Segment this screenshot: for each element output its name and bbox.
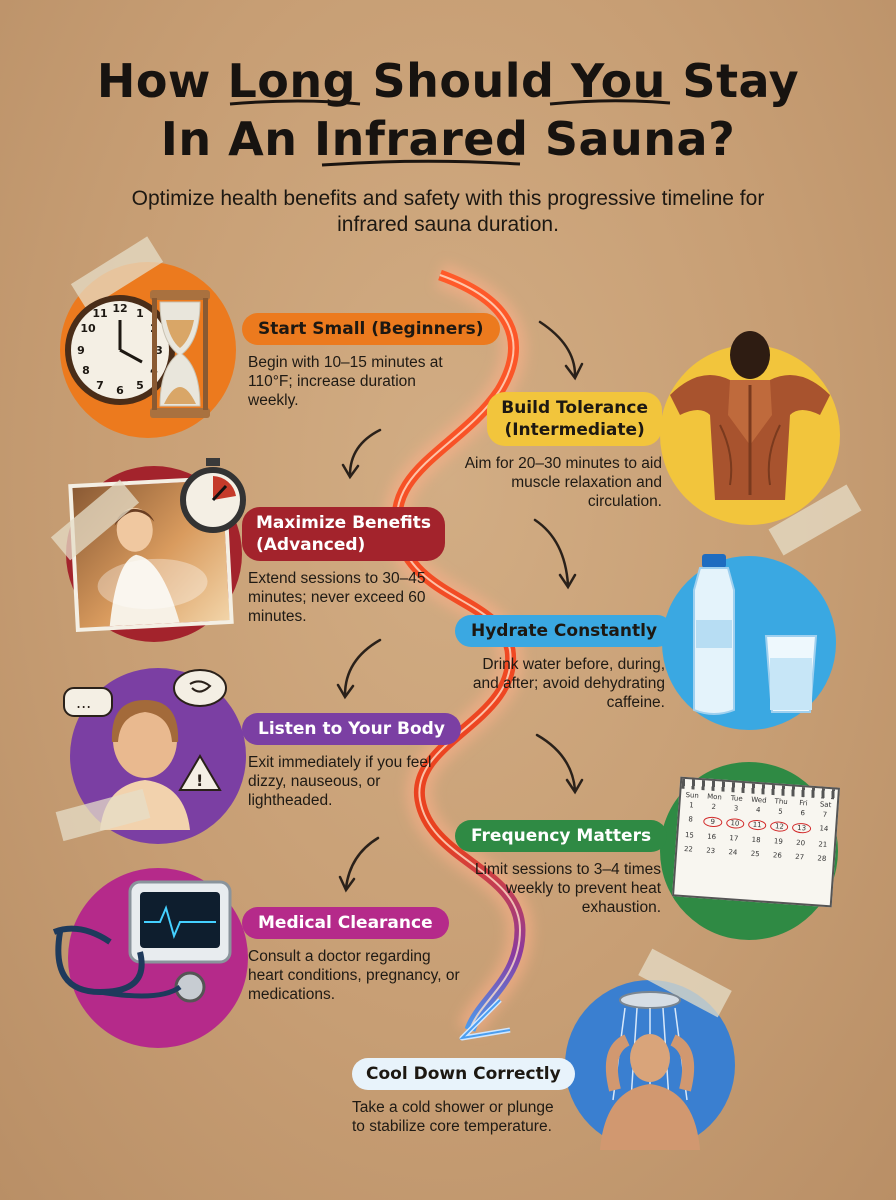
calendar-date: 17 (729, 834, 739, 843)
step-6-card: Frequency Matters Limit sessions to 3–4 … (455, 820, 668, 917)
back-muscles-icon (670, 331, 830, 500)
calendar-day-header: Mon (706, 792, 723, 802)
calendar-day-header: Tue (730, 794, 743, 803)
calendar-date: 28 (817, 854, 827, 863)
step-7-title: Medical Clearance (242, 907, 449, 939)
step-6-desc: Limit sessions to 3–4 times weekly to pr… (474, 861, 661, 916)
sauna-photo (68, 475, 234, 633)
calendar-day-header: Wed (751, 795, 767, 805)
calendar-date: 6 (800, 809, 806, 818)
calendar-date: 16 (706, 832, 717, 842)
calendar-date: 22 (683, 845, 694, 854)
svg-text:3: 3 (155, 344, 163, 357)
calendar-date: 10 (725, 817, 745, 830)
calendar-date: 9 (703, 816, 723, 828)
step-4-desc: Drink water before, during, and after; a… (472, 656, 665, 711)
step-2-card: Build Tolerance (Intermediate) Aim for 2… (440, 392, 662, 511)
step-1-title: Start Small (Beginners) (242, 313, 500, 345)
step-5-card: Listen to Your Body Exit immediately if … (242, 713, 482, 810)
calendar-date: 2 (711, 802, 717, 812)
water-bottle-icon (693, 554, 818, 715)
calendar-day-header: Fri (798, 798, 808, 808)
step-5-title: Listen to Your Body (242, 713, 461, 745)
svg-text:12: 12 (112, 302, 127, 315)
calendar-date: 7 (822, 810, 828, 819)
step-3-card: Maximize Benefits (Advanced) Extend sess… (242, 507, 492, 626)
calendar-date: 8 (688, 815, 694, 824)
step-8-title: Cool Down Correctly (352, 1058, 575, 1090)
step-8-desc: Take a cold shower or plunge to stabiliz… (352, 1099, 554, 1135)
calendar-date: 13 (792, 822, 812, 834)
page-title: How Long Should You Stay In An Infrared … (0, 52, 896, 168)
step-8-card: Cool Down Correctly Take a cold shower o… (352, 1058, 582, 1136)
calendar-date: 24 (728, 848, 738, 857)
calendar-date: 25 (750, 849, 760, 859)
svg-text:10: 10 (80, 322, 96, 335)
calendar-date: 18 (751, 835, 761, 845)
calendar-date: 11 (747, 819, 767, 831)
step-3-title-line-1: Maximize Benefits (256, 513, 432, 533)
stethoscope-monitor-icon (52, 880, 232, 1003)
calendar-date: 4 (755, 805, 761, 815)
svg-text:5: 5 (136, 379, 144, 392)
step-1-desc: Begin with 10–15 minutes at 110°F; incre… (248, 354, 443, 409)
step-5-desc: Exit immediately if you feel dizzy, naus… (248, 754, 432, 809)
calendar-day-header: Thu (774, 797, 788, 807)
step-3-title: Maximize Benefits (Advanced) (242, 507, 446, 561)
calendar-date: 26 (772, 851, 783, 860)
step-3-title-line-2: (Advanced) (256, 535, 366, 555)
calendar-date: 3 (733, 804, 739, 813)
calendar-date: 15 (684, 831, 695, 840)
calendar-date: 14 (819, 824, 829, 834)
step-4-card: Hydrate Constantly Drink water before, d… (455, 615, 674, 712)
step-6-title: Frequency Matters (455, 820, 668, 852)
step-1-card: Start Small (Beginners) Begin with 10–15… (242, 313, 512, 410)
subtitle: Optimize health benefits and safety with… (131, 187, 765, 236)
speech-bubble-text: ... (76, 693, 91, 712)
step-2-desc: Aim for 20–30 minutes to aid muscle rela… (464, 455, 662, 510)
step-7-card: Medical Clearance Consult a doctor regar… (242, 907, 472, 1004)
svg-text:6: 6 (116, 384, 124, 397)
step-7-desc: Consult a doctor regarding heart conditi… (248, 948, 460, 1003)
calendar-date: 12 (769, 820, 789, 833)
svg-text:1: 1 (136, 307, 144, 320)
calendar-date: 5 (777, 807, 783, 816)
svg-text:9: 9 (77, 344, 85, 357)
calendar-date: 1 (689, 801, 695, 810)
calendar-date: 19 (773, 837, 784, 846)
calendar-date: 27 (794, 852, 805, 862)
svg-text:11: 11 (92, 307, 107, 320)
step-3-desc: Extend sessions to 30–45 minutes; never … (248, 570, 426, 625)
calendar-day-header: Sun (685, 790, 700, 800)
title-line-1: How Long Should You Stay (96, 54, 800, 108)
step-4-title: Hydrate Constantly (455, 615, 674, 647)
step-2-title: Build Tolerance (Intermediate) (487, 392, 662, 446)
cold-shower-icon (600, 991, 700, 1150)
step-2-title-line-2: (Intermediate) (504, 420, 645, 440)
stopwatch-icon (180, 458, 246, 533)
svg-text:!: ! (196, 771, 203, 790)
svg-text:8: 8 (82, 364, 90, 377)
step-2-title-line-1: Build Tolerance (501, 398, 648, 418)
title-line-2: In An Infrared Sauna? (160, 112, 736, 166)
calendar-day-header: Sat (819, 800, 832, 810)
svg-text:7: 7 (96, 379, 104, 392)
calendar-date: 20 (795, 838, 806, 848)
calendar-date: 23 (705, 846, 716, 856)
calendar-date: 21 (818, 840, 828, 849)
